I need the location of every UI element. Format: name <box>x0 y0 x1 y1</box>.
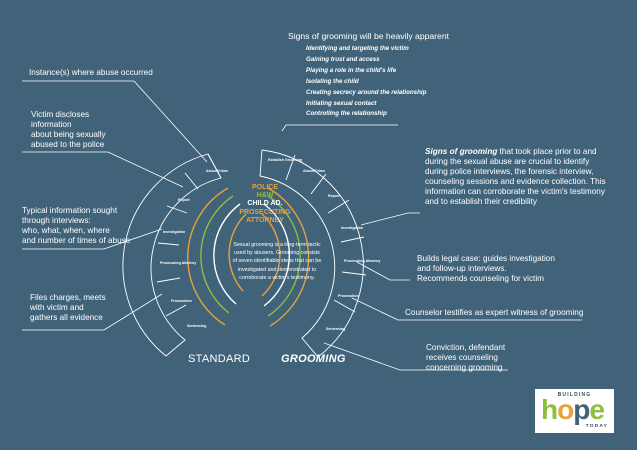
note-builds: Builds legal case: guides investigation … <box>417 254 555 283</box>
groom-div-2 <box>310 173 327 195</box>
role-police: POLICE <box>251 184 279 191</box>
grooming-list-item: Playing a role in the child's life <box>306 66 397 74</box>
note-files: Files charges, meets with victim and gat… <box>30 293 106 322</box>
center-description: Sexual grooming is a long-term tactic us… <box>232 242 322 281</box>
role-prosecuting: PROSECUTING <box>239 208 291 216</box>
note-conviction: Conviction, defendant receives counselin… <box>426 343 506 372</box>
connector-files <box>22 293 163 331</box>
label-standard: STANDARD <box>188 353 251 365</box>
standard-ring <box>122 153 222 357</box>
std-div-5 <box>165 304 187 317</box>
note-instance: Instance(s) where abuse occurred <box>29 68 153 77</box>
std-step-2: Investigation <box>163 230 185 234</box>
std-div-4 <box>156 277 181 283</box>
note-signs-rest: that took place prior to and during the … <box>425 147 606 206</box>
groom-step-1: Abuse/Crime <box>303 169 325 173</box>
groom-step-6: Sentencing <box>326 327 345 331</box>
connector-discloses <box>22 151 184 188</box>
right-role-arcs <box>261 187 310 327</box>
logo-word-h: h <box>541 394 558 425</box>
label-grooming: GROOMING <box>281 353 346 365</box>
std-div-2 <box>166 205 188 214</box>
logo-word-e: e <box>589 394 605 425</box>
std-step-1: Report <box>178 198 190 202</box>
groom-div-1 <box>285 154 296 181</box>
connector-typical <box>22 228 163 250</box>
note-discloses: Victim discloses information about being… <box>31 110 106 149</box>
connector-signs <box>360 212 420 226</box>
note-signs: Signs of grooming that took place prior … <box>425 147 611 207</box>
groom-step-3: Investigation <box>341 226 363 230</box>
groom-div-3 <box>327 199 350 214</box>
grooming-list-item: Identifying and targeting the victim <box>306 45 409 52</box>
roles-block: POLICE H&W CHILD AD. PROSECUTING ATTORNE… <box>226 184 304 225</box>
std-step-3: Prosecuting Attorney <box>160 261 196 265</box>
connector-builds <box>356 261 410 281</box>
grooming-ring <box>259 149 367 358</box>
groom-div-5 <box>341 271 367 276</box>
left-role-arcs <box>187 187 247 326</box>
connector-list <box>281 124 398 132</box>
logo-word-o: o <box>557 394 574 425</box>
groom-step-0: Establish Grooming <box>268 158 302 162</box>
connector-lines <box>22 80 582 371</box>
role-child-ad: CHILD AD. <box>247 200 283 208</box>
grooming-list-heading: Signs of grooming will be heavily appare… <box>288 31 449 41</box>
connector-conviction <box>323 342 508 371</box>
logo-word-p: p <box>573 394 590 425</box>
role-hhw: H&W <box>256 192 274 200</box>
groom-step-4: Prosecuting Attorney <box>344 259 380 263</box>
logo-word: hope <box>541 394 605 425</box>
grooming-list-item: Initiating sexual contact <box>306 99 377 107</box>
grooming-list-item: Gaining trust and access <box>306 55 380 63</box>
connector-counselor <box>351 297 582 321</box>
grooming-list-item: Isolating the child <box>306 77 359 85</box>
std-step-5: Sentencing <box>187 324 206 328</box>
std-div-3 <box>157 242 180 246</box>
logo-bottom-text: TODAY <box>585 424 608 429</box>
note-typical: Typical information sought through inter… <box>22 206 131 245</box>
grooming-signs-list: Signs of grooming will be heavily appare… <box>288 31 449 120</box>
ring-step-labels: Abuse/Crime Report Investigation Prosecu… <box>160 158 380 331</box>
groom-step-2: Report <box>328 194 340 198</box>
grooming-list-item: Creating secrecy around the relationship <box>306 88 427 96</box>
logo-top-text: BUILDING <box>557 392 592 398</box>
groom-step-5: Prosecution <box>338 294 359 298</box>
connector-instance <box>22 80 208 163</box>
note-signs-emph: Signs of grooming <box>425 147 498 156</box>
groom-div-6 <box>333 299 356 313</box>
role-attorney: ATTORNEY <box>246 216 284 224</box>
std-step-4: Prosecution <box>171 299 192 303</box>
groom-div-4 <box>340 236 365 243</box>
std-div-0 <box>207 153 222 179</box>
grooming-list-item: Controlling the relationship <box>306 110 387 118</box>
std-step-0: Abuse/Crime <box>206 169 228 173</box>
note-counselor: Counselor testifies as expert witness of… <box>405 308 584 317</box>
std-div-1 <box>184 172 199 190</box>
building-hope-today-logo: BUILDING hope TODAY <box>535 389 614 433</box>
